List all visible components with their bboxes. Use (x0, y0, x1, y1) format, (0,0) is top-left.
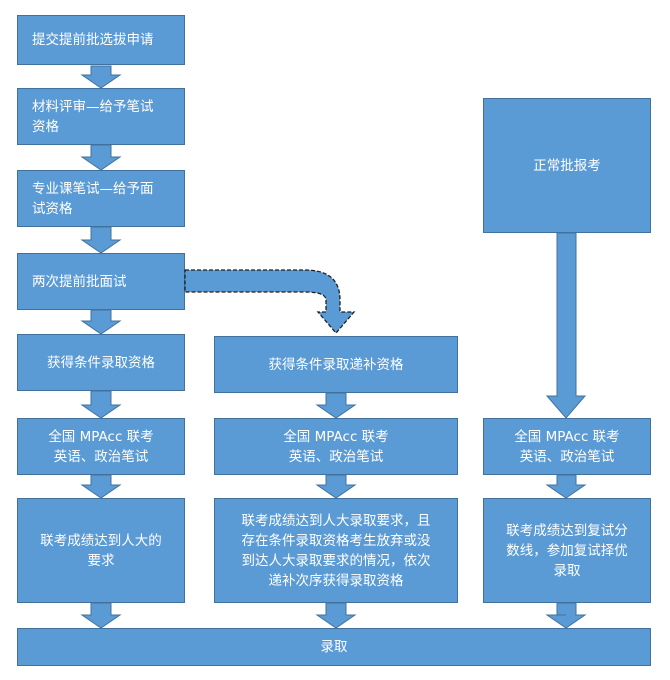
conditional-admission-label: 获得条件录取资格 (47, 354, 155, 371)
col2-exam-node: 全国 MPAcc 联考 英语、政治笔试 (214, 418, 458, 475)
regular-application-node: 正常批报考 (483, 98, 651, 233)
submit-application-label: 提交提前批选拔申请 (32, 32, 154, 48)
admission-label: 录取 (320, 639, 348, 655)
retest-label: 联考成绩达到复试分 数线，参加复试择优 录取 (506, 522, 628, 579)
meet-requirement-label: 联考成绩达到人大的 要求 (40, 532, 162, 569)
arrow-down-icon (80, 65, 122, 89)
arrow-down-icon (315, 392, 357, 419)
conditional-backup-node: 获得条件录取递补资格 (214, 336, 458, 393)
backup-requirement-label: 联考成绩达到人大录取要求，且 存在条件录取资格考生放弃或没 到达人大录取要求的情… (241, 512, 431, 589)
col3-exam-label: 全国 MPAcc 联考 英语、政治笔试 (514, 428, 620, 465)
retest-node: 联考成绩达到复试分 数线，参加复试择优 录取 (483, 498, 651, 603)
col1-exam-label: 全国 MPAcc 联考 英语、政治笔试 (48, 428, 154, 465)
arrow-down-icon (80, 144, 122, 171)
conditional-backup-label: 获得条件录取递补资格 (268, 356, 404, 373)
arrow-down-icon (315, 602, 357, 629)
regular-application-label: 正常批报考 (533, 157, 601, 174)
material-review-label: 材料评审—给予笔试 资格 (32, 98, 154, 135)
arrow-down-icon (545, 232, 587, 419)
backup-requirement-node: 联考成绩达到人大录取要求，且 存在条件录取资格考生放弃或没 到达人大录取要求的情… (214, 498, 458, 603)
arrow-down-icon (80, 602, 122, 629)
interviews-label: 两次提前批面试 (32, 273, 127, 290)
admission-node: 录取 (17, 628, 651, 666)
written-test-label: 专业课笔试—给予面 试资格 (32, 180, 154, 217)
arrow-down-icon (80, 474, 122, 499)
submit-application-node: 提交提前批选拔申请 (17, 15, 185, 65)
dashed-curved-arrow-icon (184, 269, 356, 334)
arrow-down-icon (80, 226, 122, 254)
arrow-down-icon (545, 602, 587, 629)
arrow-down-icon (315, 474, 357, 499)
col3-exam-node: 全国 MPAcc 联考 英语、政治笔试 (483, 418, 651, 475)
col1-exam-node: 全国 MPAcc 联考 英语、政治笔试 (17, 418, 185, 475)
arrow-down-icon (80, 390, 122, 419)
arrow-down-icon (80, 309, 122, 335)
arrow-down-icon (545, 474, 587, 499)
col2-exam-label: 全国 MPAcc 联考 英语、政治笔试 (283, 428, 389, 465)
meet-requirement-node: 联考成绩达到人大的 要求 (17, 498, 185, 603)
material-review-node: 材料评审—给予笔试 资格 (17, 88, 185, 145)
